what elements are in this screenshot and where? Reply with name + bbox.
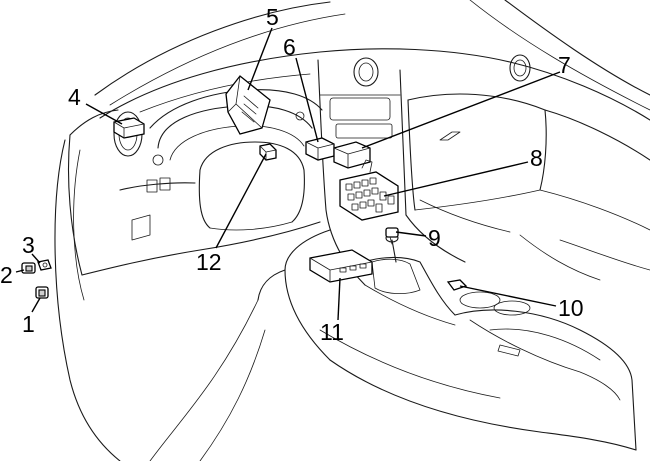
callout-3: 3	[22, 232, 35, 258]
part-4-module	[113, 117, 145, 139]
callout-9: 9	[428, 225, 441, 251]
callout-2: 2	[0, 262, 13, 288]
leader-2	[15, 269, 25, 273]
callout-7: 7	[558, 52, 571, 78]
leader-11	[337, 277, 341, 321]
leader-9	[395, 231, 427, 237]
leader-8	[383, 161, 529, 197]
leader-7	[361, 71, 561, 149]
callout-8: 8	[530, 145, 543, 171]
callout-6: 6	[283, 34, 296, 60]
leader-3	[31, 253, 41, 264]
callout-5: 5	[266, 4, 279, 30]
callout-1: 1	[22, 311, 35, 337]
callout-4: 4	[68, 84, 81, 110]
leader-4	[85, 103, 123, 125]
part-5-junction-block	[225, 75, 271, 135]
callouts: 1 2 3 4 5 6 7 8 9 10 11 12	[0, 4, 584, 345]
part-2-relay	[21, 262, 36, 274]
leader-6	[295, 57, 319, 143]
callout-12: 12	[196, 249, 222, 275]
part-6-relay	[305, 137, 335, 161]
part-3-fuse	[37, 259, 52, 271]
part-7-relay	[333, 141, 371, 169]
callout-11: 11	[320, 319, 344, 345]
part-11-control-unit	[309, 249, 373, 283]
part-8-fuse-box	[339, 159, 399, 221]
part-12-relay	[259, 143, 277, 161]
callout-10: 10	[558, 295, 584, 321]
leader-1	[31, 297, 41, 313]
part-10-sensor	[446, 279, 468, 291]
leader-10	[459, 285, 557, 307]
leader-5	[247, 27, 273, 91]
part-1-relay	[35, 286, 49, 299]
leader-lines	[15, 27, 561, 321]
leader-12	[215, 153, 267, 249]
